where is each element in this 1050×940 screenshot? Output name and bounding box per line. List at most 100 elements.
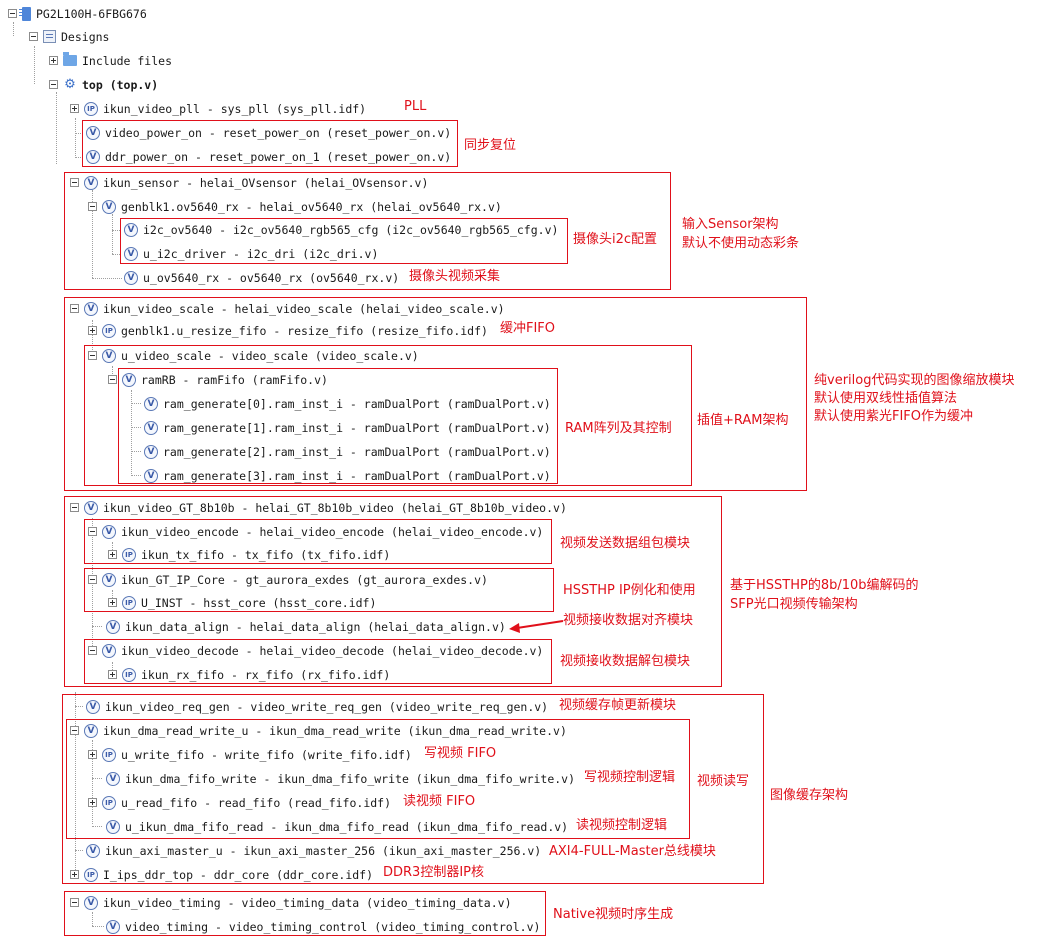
expand-toggle[interactable] xyxy=(70,870,79,879)
expand-toggle[interactable] xyxy=(108,598,117,607)
annotation-capture: 摄像头视频采集 xyxy=(409,269,501,284)
annotation-pll: PLL xyxy=(404,99,427,114)
collapse-toggle[interactable] xyxy=(70,304,79,313)
collapse-toggle[interactable] xyxy=(70,726,79,735)
collapse-toggle[interactable] xyxy=(70,898,79,907)
node-label: video_timing - video_timing_control (vid… xyxy=(125,919,541,934)
tree-node-designs[interactable]: Designs xyxy=(29,26,109,46)
node-label: genblk1.ov5640_rx - helai_ov5640_rx (hel… xyxy=(121,199,502,214)
verilog-icon: V xyxy=(86,125,100,140)
annotation-rw: 视频读写 xyxy=(697,774,750,789)
node-label: u_video_scale - video_scale (video_scale… xyxy=(121,348,419,363)
annotation-read-fifo: 读视频 FIFO xyxy=(403,794,476,809)
box-i2c xyxy=(120,218,568,264)
annotation-ram-array: RAM阵列及其控制 xyxy=(565,421,672,436)
node-label: ram_generate[3].ram_inst_i - ramDualPort… xyxy=(163,468,551,483)
collapse-toggle[interactable] xyxy=(29,32,38,41)
box-dma xyxy=(66,719,690,839)
collapse-toggle[interactable] xyxy=(70,503,79,512)
annotation-read-ctrl: 读视频控制逻辑 xyxy=(576,818,668,833)
collapse-toggle[interactable] xyxy=(49,80,58,89)
tree-node-rx-fifo[interactable]: IP ikun_rx_fifo - rx_fifo (rx_fifo.idf) xyxy=(108,664,390,684)
collapse-toggle[interactable] xyxy=(88,646,97,655)
annotation-decode: 视频接收数据解包模块 xyxy=(560,654,691,669)
box-gt xyxy=(64,496,722,687)
node-label: video_power_on - reset_power_on (reset_p… xyxy=(105,125,452,140)
collapse-toggle[interactable] xyxy=(88,202,97,211)
node-label: ram_generate[1].ram_inst_i - ramDualPort… xyxy=(163,420,551,435)
verilog-icon: V xyxy=(124,246,138,261)
tree-node-top[interactable]: ⚙top (top.v) xyxy=(49,74,158,94)
expand-toggle[interactable] xyxy=(70,104,79,113)
collapse-toggle[interactable] xyxy=(8,9,17,18)
box-ram xyxy=(118,368,558,484)
arrow-icon xyxy=(509,620,564,633)
tree-node-device[interactable]: PG2L100H-6FBG676 xyxy=(8,3,147,23)
expand-toggle[interactable] xyxy=(88,750,97,759)
annotation-write-ctrl: 写视频控制逻辑 xyxy=(584,770,676,785)
verilog-icon: V xyxy=(106,619,120,634)
collapse-toggle[interactable] xyxy=(70,178,79,187)
annotation-gt-arch-1: 基于HSSTHP的8b/10b编解码的 xyxy=(730,578,919,593)
verilog-icon: V xyxy=(124,270,138,285)
expand-toggle[interactable] xyxy=(88,798,97,807)
node-label: ikun_rx_fifo - rx_fifo (rx_fifo.idf) xyxy=(141,667,391,682)
expand-toggle[interactable] xyxy=(88,326,97,335)
annotation-sensor-arch-2: 默认不使用动态彩条 xyxy=(682,236,800,251)
expand-toggle[interactable] xyxy=(49,56,58,65)
collapse-toggle[interactable] xyxy=(88,351,97,360)
collapse-toggle[interactable] xyxy=(88,575,97,584)
tree-node-include-files[interactable]: Include files xyxy=(49,50,172,70)
ip-icon: IP xyxy=(122,667,136,682)
top-module-icon: ⚙ xyxy=(64,76,76,92)
node-label: Designs xyxy=(61,29,110,44)
verilog-icon: V xyxy=(86,149,100,164)
verilog-icon: V xyxy=(122,372,136,387)
collapse-toggle[interactable] xyxy=(108,375,117,384)
node-label: u_ikun_dma_fifo_read - ikun_dma_fifo_rea… xyxy=(125,819,569,834)
expand-toggle[interactable] xyxy=(108,550,117,559)
verilog-icon: V xyxy=(144,420,158,435)
verilog-icon: V xyxy=(86,699,100,714)
annotation-axi: AXI4-FULL-Master总线模块 xyxy=(549,844,716,859)
expand-toggle[interactable] xyxy=(108,670,117,679)
node-label: U_INST - hsst_core (hsst_core.idf) xyxy=(141,595,377,610)
box-timing xyxy=(64,891,546,936)
node-label: u_write_fifo - write_fifo (write_fifo.id… xyxy=(121,747,412,762)
node-label: ikun_video_timing - video_timing_data (v… xyxy=(103,895,512,910)
collapse-toggle[interactable] xyxy=(88,527,97,536)
